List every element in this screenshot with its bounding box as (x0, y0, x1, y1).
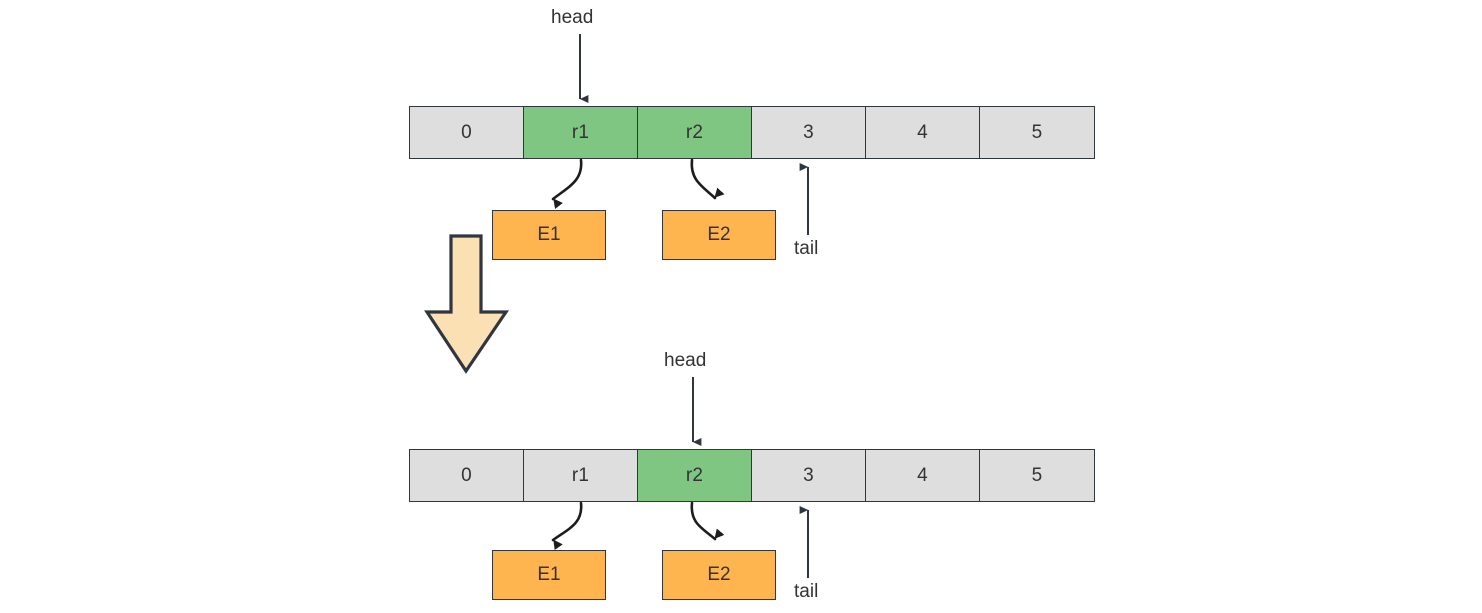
array-cell-2-top[interactable]: r2 (637, 106, 752, 159)
ref-arrow-r2-e2-bottom (690, 501, 725, 541)
array-cell-5-top[interactable]: 5 (979, 106, 1095, 159)
array-cell-3-bottom[interactable]: 3 (751, 449, 866, 502)
array-cell-4-top[interactable]: 4 (865, 106, 980, 159)
array-cell-1-top[interactable]: r1 (523, 106, 638, 159)
element-box-e1-bottom[interactable]: E1 (492, 550, 606, 600)
ref-arrow-r2-e2-top (690, 158, 725, 200)
ref-arrow-r1-e1-top (551, 158, 583, 209)
element-box-e2-bottom[interactable]: E2 (662, 550, 776, 600)
array-cell-3-top[interactable]: 3 (751, 106, 866, 159)
transition-down-arrow (424, 234, 510, 374)
tail-label-top: tail (794, 238, 819, 259)
ref-arrow-r1-e1-bottom (551, 501, 583, 551)
array-cell-0-bottom[interactable]: 0 (409, 449, 524, 502)
head-label-top: head (551, 7, 594, 28)
array-cell-1-bottom[interactable]: r1 (523, 449, 638, 502)
tail-label-bottom: tail (794, 581, 819, 602)
head-label-bottom: head (664, 350, 707, 371)
array-cell-4-bottom[interactable]: 4 (865, 449, 980, 502)
array-cell-2-bottom[interactable]: r2 (637, 449, 752, 502)
element-box-e2-top[interactable]: E2 (662, 210, 776, 260)
array-cell-5-bottom[interactable]: 5 (979, 449, 1095, 502)
array-cell-0-top[interactable]: 0 (409, 106, 524, 159)
element-box-e1-top[interactable]: E1 (492, 210, 606, 260)
